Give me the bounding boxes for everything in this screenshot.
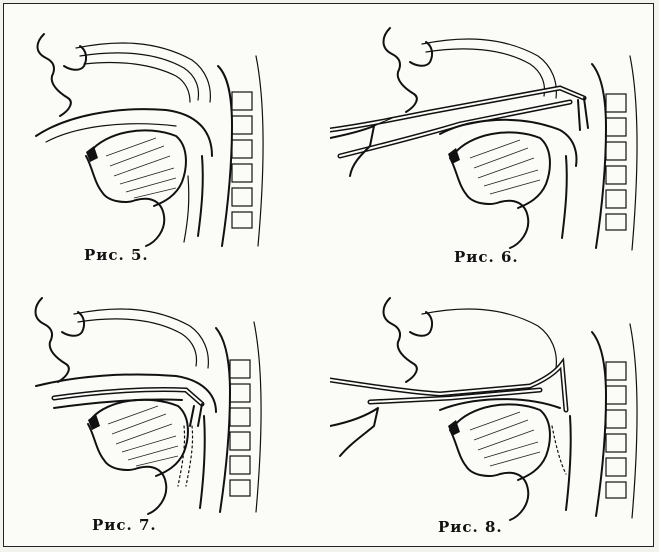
- figure-7: Рис. 7.: [6, 276, 328, 546]
- figure-6-caption: Рис. 6.: [454, 248, 519, 266]
- figure-7-drawing: [6, 276, 328, 546]
- vertebrae: [230, 360, 250, 496]
- figure-8-caption: Рис. 8.: [438, 518, 503, 536]
- figure-8-drawing: [330, 276, 652, 546]
- vertebrae: [232, 92, 252, 228]
- figure-7-caption: Рис. 7.: [92, 516, 157, 534]
- figure-6-drawing: [330, 6, 652, 276]
- figure-5-drawing: [6, 6, 328, 276]
- figure-5: Рис. 5.: [6, 6, 328, 276]
- vertebrae: [606, 362, 626, 498]
- figure-6: Рис. 6.: [330, 6, 652, 276]
- figure-5-caption: Рис. 5.: [84, 246, 149, 264]
- vertebrae: [606, 94, 626, 230]
- figure-8: Рис. 8.: [330, 276, 652, 546]
- illustration-plate: Рис. 5.: [3, 3, 654, 547]
